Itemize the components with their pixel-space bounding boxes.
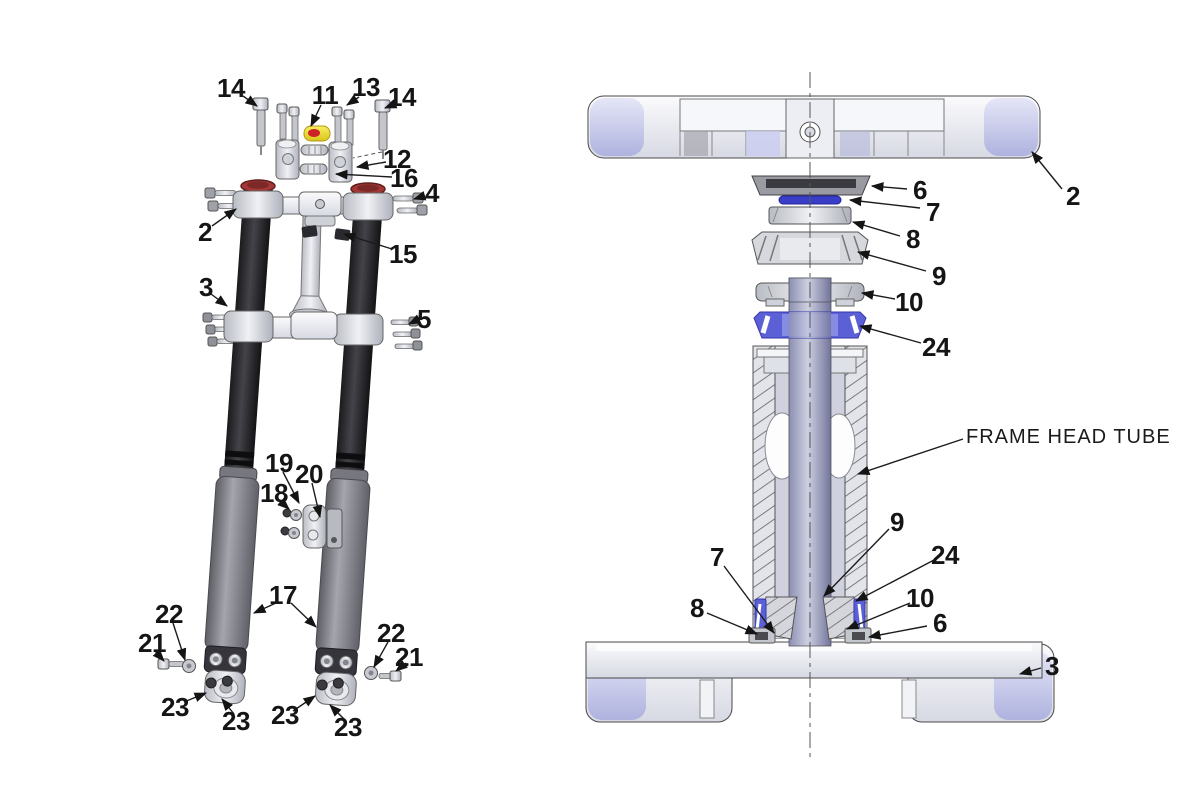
callout-axle-bolt-left: 21 [138,628,166,658]
left-leader-lines [152,94,427,720]
callout-pinch-bolt-right-outer: 23 [271,700,299,730]
upper-clamp-section [587,95,1041,159]
callout-handlebar-upper-clamp: 12 [383,144,411,174]
lower-clamp-section [585,641,1055,723]
callout-axle-washer-right: 22 [377,618,405,648]
callout-upper-triple-clamp: 2 [198,217,212,247]
callout-handlebar-bolt-long-right: 14 [388,82,416,112]
fork-cap-right [350,182,386,196]
right-leader-lines [706,151,1063,676]
callout-steering-stem-cap: 11 [311,80,339,110]
lower-left-pinch-bolts [202,312,237,347]
callout-pinch-bolt-left-inner: 23 [222,706,250,736]
callout-bearing-lower: 9 [890,507,904,537]
handlebar-mount-exploded [252,97,391,183]
callout-handlebar-clamp-spacer: 16 [390,163,418,193]
callout-handlebar-clamp-bolt: 13 [352,72,380,102]
callout-upper-pinch-bolts: 4 [425,178,439,208]
fork-leg-left [203,182,274,705]
callout-cable-guide-plate: 19 [265,448,293,478]
frame-head-tube-label: FRAME HEAD TUBE [966,426,1171,448]
callout-bearing-race-upper: 8 [906,224,920,254]
callout-cable-guide-bolts: 18 [260,478,288,508]
callout-o-ring-lower: 7 [710,542,724,572]
callout-dust-seal-upper: 6 [913,175,927,205]
callout-cable-guide-bracket: 20 [295,459,323,489]
callout-bearing-upper: 9 [932,261,946,291]
cable-guide-assembly [280,504,343,549]
callout-upper-clamp-section: 2 [1066,181,1080,211]
callout-dust-seal-lower: 6 [933,608,947,638]
fork-cap-left [240,179,276,193]
callout-axle-washer-left: 22 [155,599,183,629]
lower-triple-clamp [223,310,384,346]
callout-bearing-cone-lower: 10 [906,583,934,613]
upper-triple-clamp [232,190,394,227]
callout-axle-bolt-right: 21 [395,642,423,672]
callout-handlebar-bolt-long-left: 14 [217,73,245,103]
callout-pinch-bolt-left-outer: 23 [161,692,189,722]
callout-lower-triple-clamp: 3 [199,272,213,302]
dust-seal-part [751,175,871,196]
callout-pinch-bolt-right-inner: 23 [334,712,362,742]
callout-bearing-seal-upper: 24 [922,332,950,362]
callout-fork-lower-leg: 17 [269,580,297,610]
callout-stem-rubber-stop: 15 [389,239,417,269]
steering-stem-cap-part [303,125,331,142]
callout-bearing-cone-upper: 10 [895,287,923,317]
callout-lower-clamp-section: 3 [1045,651,1059,681]
callout-lower-pinch-bolts: 5 [417,304,431,334]
left-view-art [152,94,428,720]
callout-o-ring-upper: 7 [926,197,940,227]
callout-bearing-race-lower: 8 [690,593,704,623]
right-view-art [585,72,1063,760]
callout-bearing-seal-lower: 24 [931,540,959,570]
